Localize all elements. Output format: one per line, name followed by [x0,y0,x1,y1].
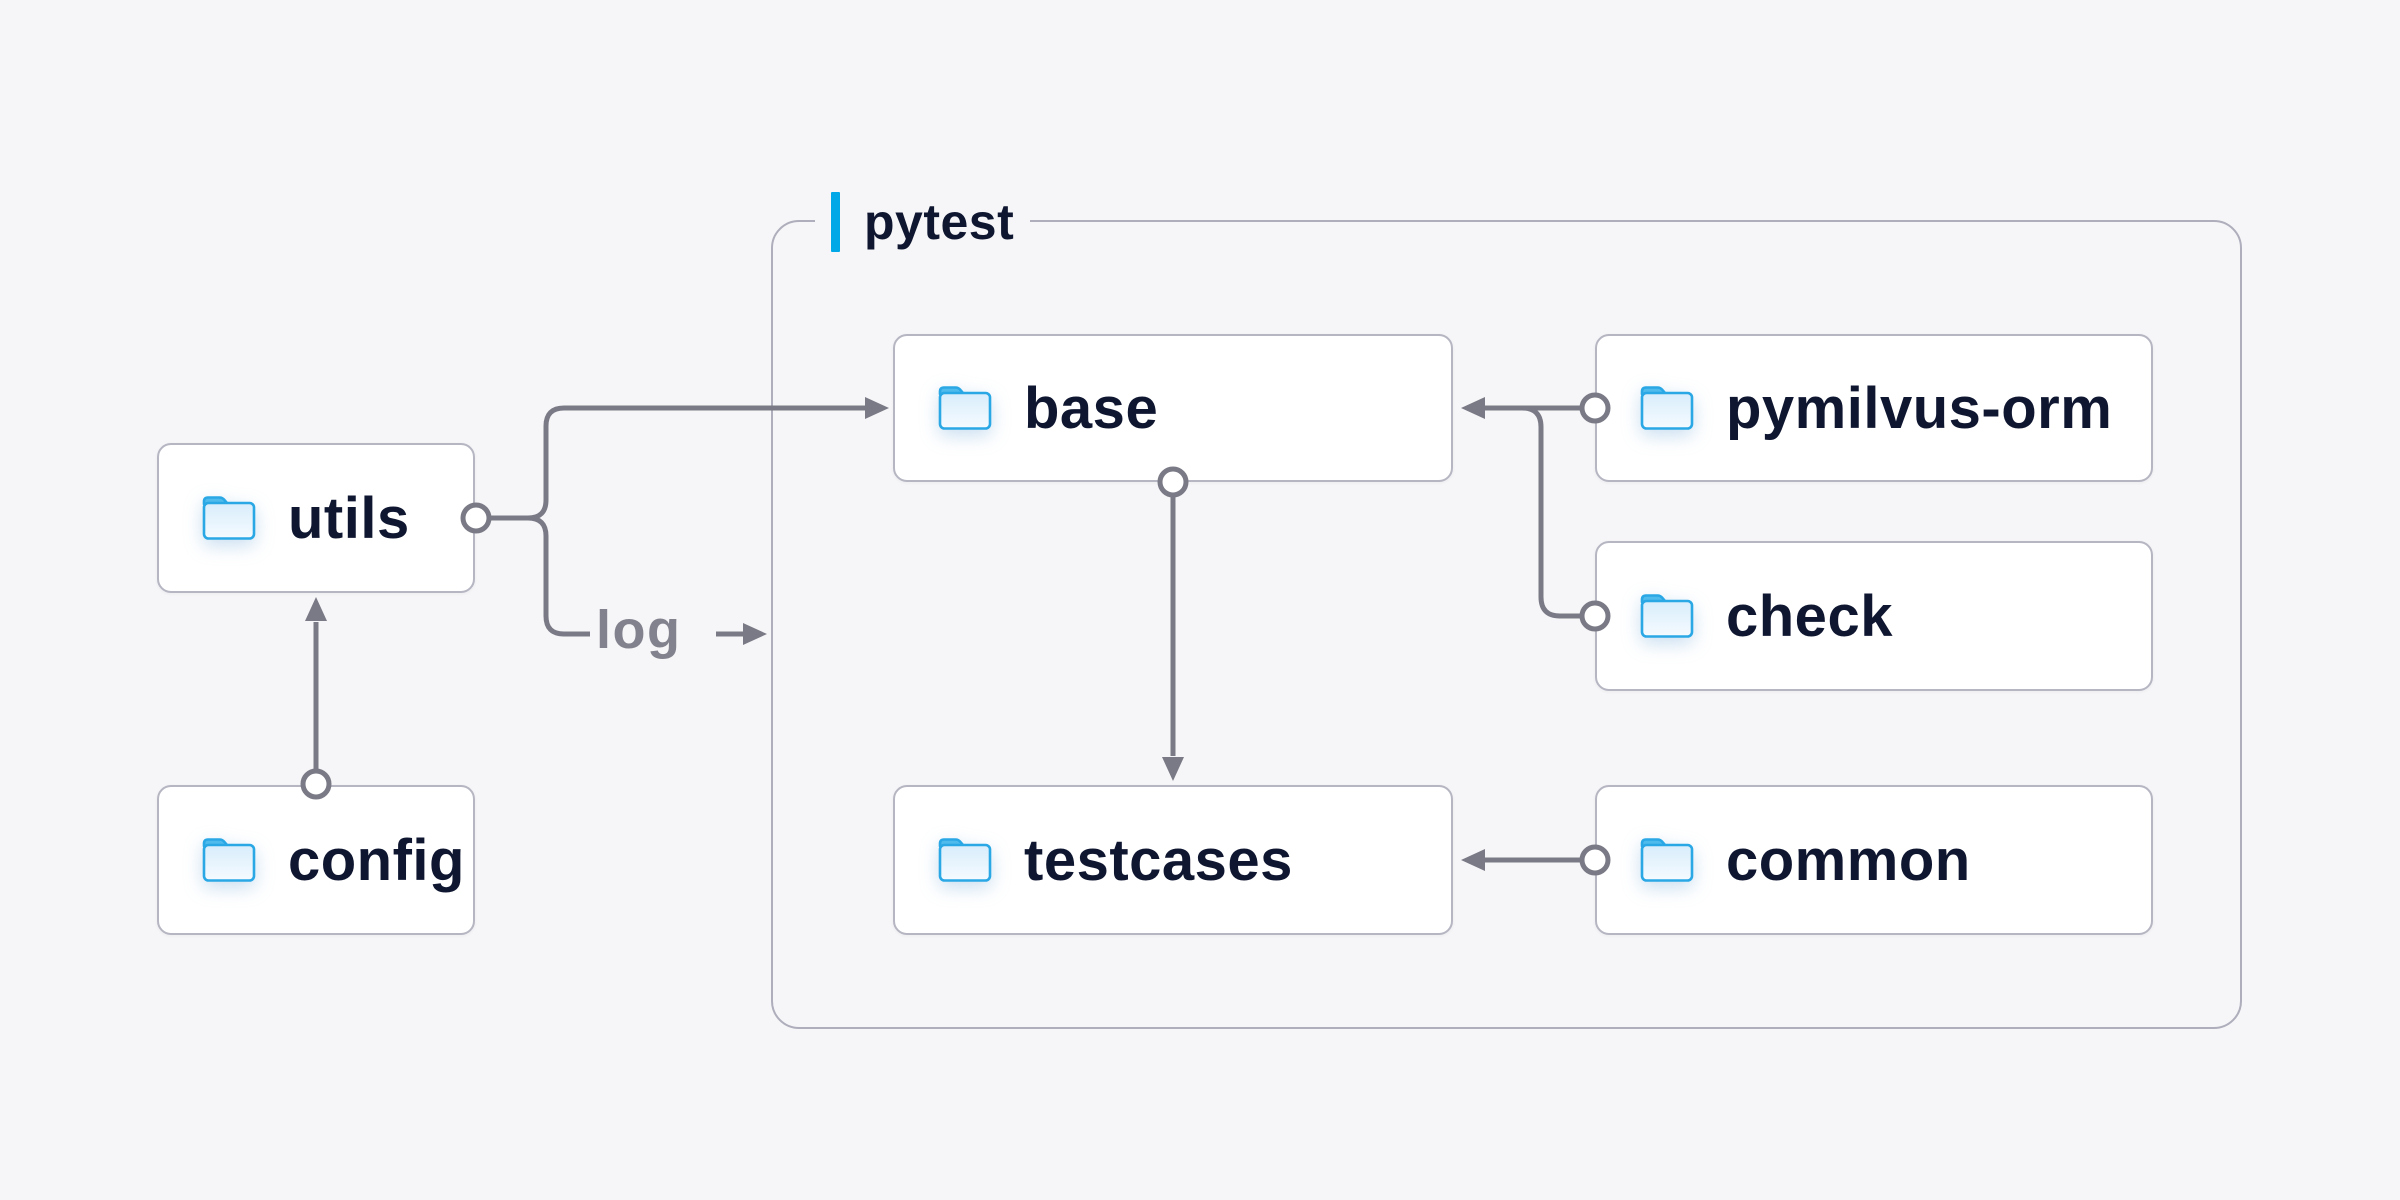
node-label: pymilvus-orm [1726,375,2113,441]
folder-icon [933,833,997,887]
node-label: utils [288,485,410,551]
node-pymilvus-orm: pymilvus-orm [1595,334,2153,482]
folder-icon [197,491,261,545]
edge-utils-to-log [489,515,590,637]
arrowhead-log [743,623,767,645]
folder-icon [1635,589,1699,643]
folder-icon [1635,833,1699,887]
accent-bar [831,192,840,252]
node-label: check [1726,583,1893,649]
node-utils: utils [157,443,475,593]
pytest-group-label: pytest [815,188,1031,256]
edge-label-log: log [596,600,682,660]
node-check: check [1595,541,2153,691]
folder-icon [1635,381,1699,435]
folder-icon [197,833,261,887]
node-label: base [1024,375,1159,441]
node-base: base [893,334,1453,482]
node-label: common [1726,827,1971,893]
node-testcases: testcases [893,785,1453,935]
pytest-group: pytest [771,188,2242,1029]
node-label: config [288,827,465,893]
node-label: testcases [1024,827,1293,893]
group-title: pytest [864,194,1015,250]
arrowhead-into-utils [305,597,327,621]
folder-icon [933,381,997,435]
node-common: common [1595,785,2153,935]
node-config: config [157,785,475,935]
